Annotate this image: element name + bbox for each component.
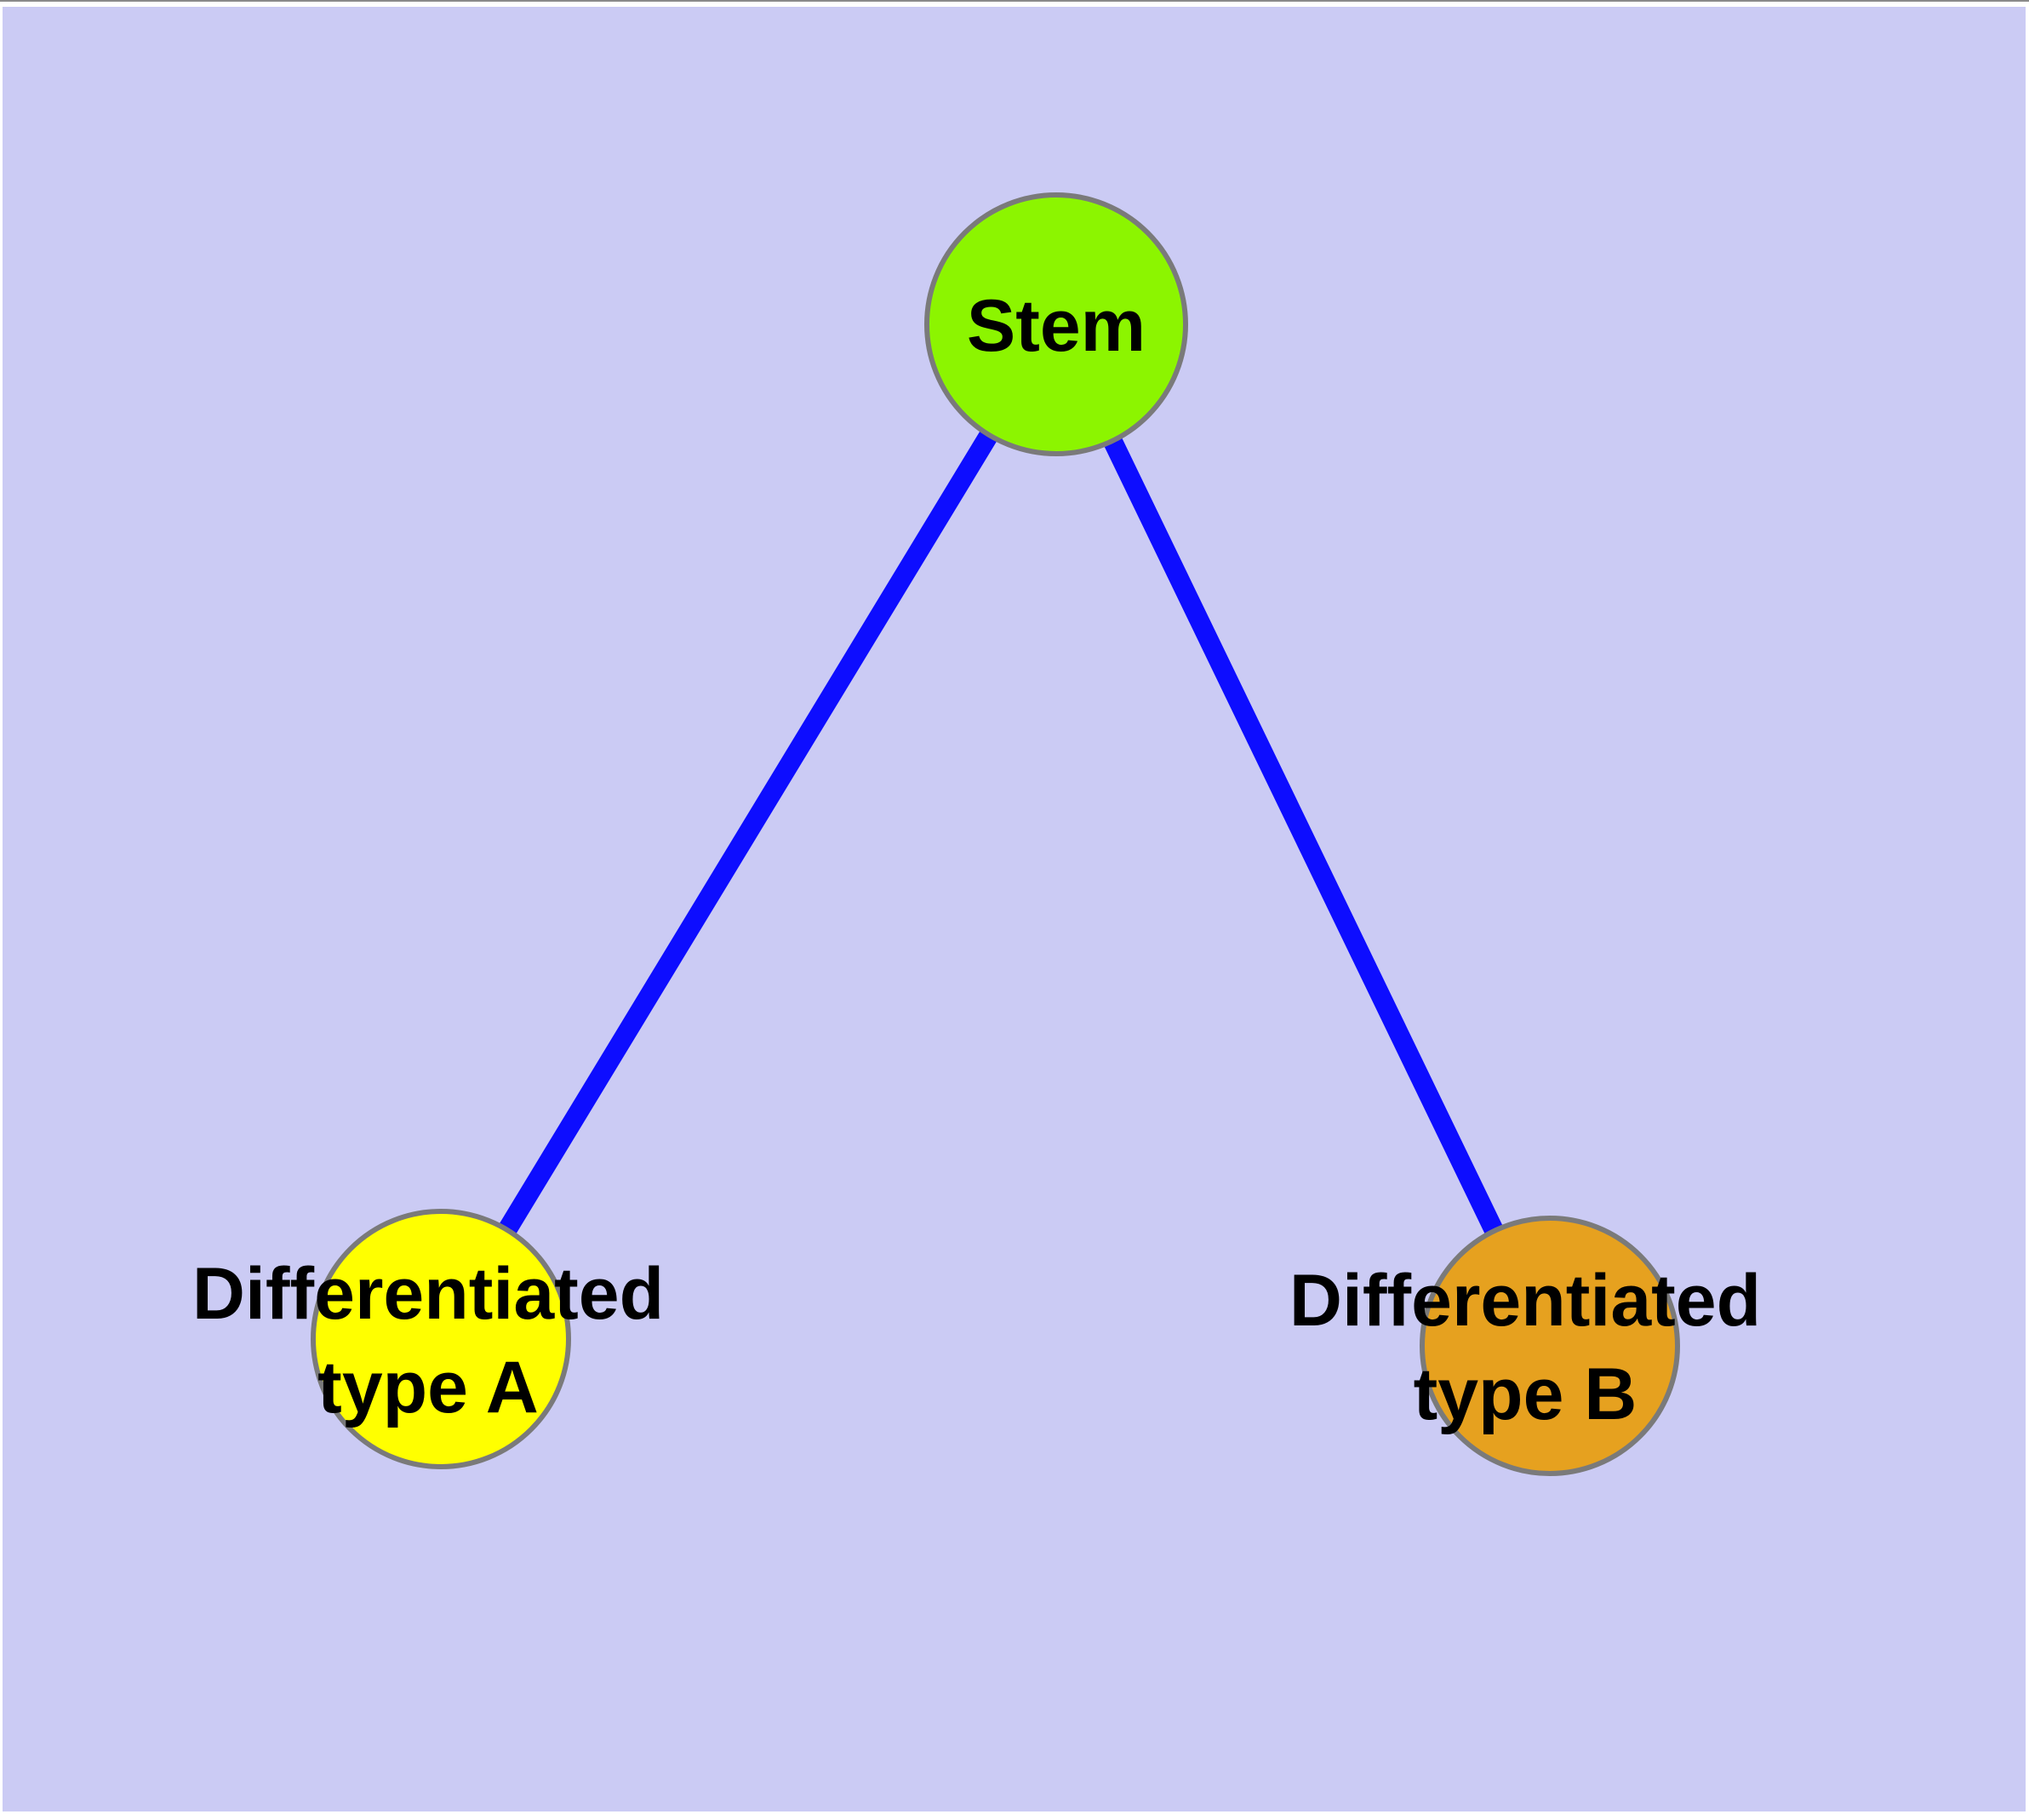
node-label-type-a-line1: Differentiated — [191, 1253, 665, 1335]
node-label-type-b-line2: type B — [1413, 1354, 1637, 1435]
node-label-type-a-line2: type A — [317, 1347, 539, 1428]
node-label-stem: Stem — [967, 279, 1146, 373]
node-stem[interactable] — [924, 192, 1188, 456]
node-label-type-b: Differentiated type B — [1289, 1254, 1761, 1441]
graph-canvas: Stem Differentiated type A Differentiate… — [3, 7, 2026, 1811]
node-differentiated-type-a[interactable] — [311, 1209, 571, 1469]
node-differentiated-type-b[interactable] — [1420, 1216, 1680, 1476]
node-label-stem-text: Stem — [966, 285, 1146, 367]
graph-svg — [311, 192, 1680, 1476]
node-label-type-b-line1: Differentiated — [1289, 1260, 1762, 1342]
edge-stem-to-type-a — [432, 319, 1065, 1344]
node-label-type-a: Differentiated type A — [192, 1247, 664, 1434]
edge-stem-to-type-b — [1047, 319, 1559, 1351]
